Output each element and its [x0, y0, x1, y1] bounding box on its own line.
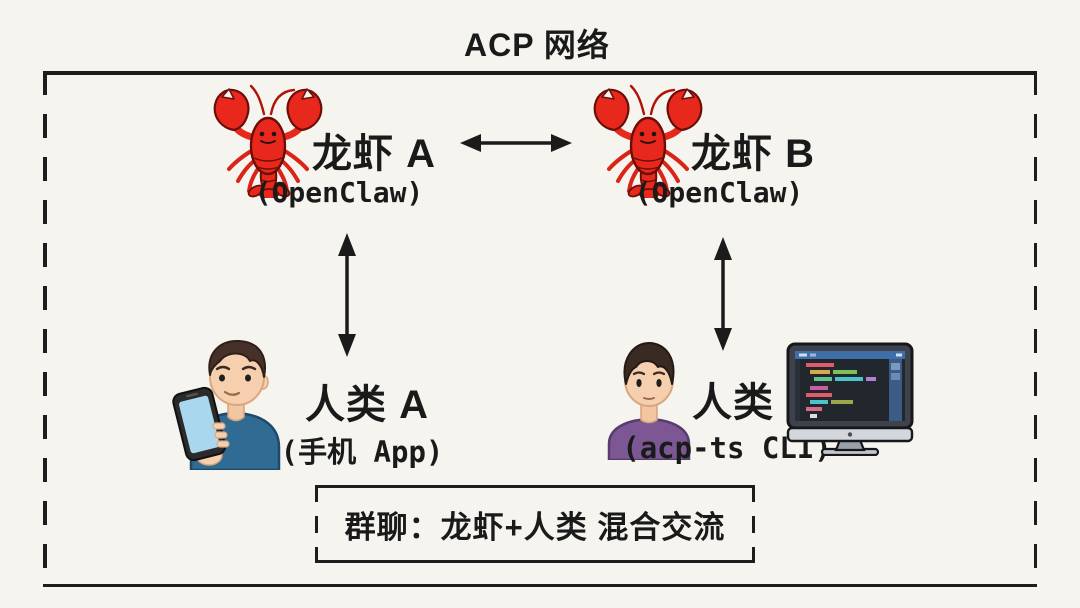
- group-chat-label: 群聊：龙虾+人类 混合交流: [344, 509, 726, 545]
- arrow-lobster-a-human-a: [338, 233, 356, 357]
- group-chat-box: 群聊：龙虾+人类 混合交流: [315, 485, 755, 563]
- lobster-b-label: 龙虾 B: [691, 132, 815, 176]
- person-icon: [607, 342, 691, 460]
- chatbox-border-left: [315, 485, 318, 563]
- frame-border-bottom: [43, 583, 1037, 587]
- lobster-icon: [593, 84, 706, 198]
- lobster-a-label: 龙虾 A: [312, 132, 436, 176]
- lobster-b-sublabel: (OpenClaw): [634, 176, 804, 209]
- frame-border-right: [1033, 71, 1037, 587]
- person-with-phone-icon: [172, 339, 281, 470]
- lobster-icon: [213, 84, 326, 198]
- chatbox-border-right: [752, 485, 755, 563]
- acp-network-frame: [43, 71, 1037, 587]
- frame-border-top: [43, 71, 1037, 75]
- diagram-title: ACP 网络: [464, 27, 610, 63]
- human-a-label: 人类 A: [305, 383, 429, 427]
- arrow-lobster-a-lobster-b: [460, 134, 572, 152]
- human-a-sublabel: (手机 App): [280, 435, 444, 469]
- arrow-lobster-b-human-b: [714, 237, 732, 351]
- chatbox-border-top: [315, 485, 755, 488]
- frame-border-left: [43, 71, 47, 587]
- human-b-label: 人类: [692, 381, 774, 425]
- chatbox-border-bottom: [315, 560, 755, 563]
- lobster-a-sublabel: (OpenClaw): [254, 176, 424, 209]
- monitor-icon: [786, 342, 914, 456]
